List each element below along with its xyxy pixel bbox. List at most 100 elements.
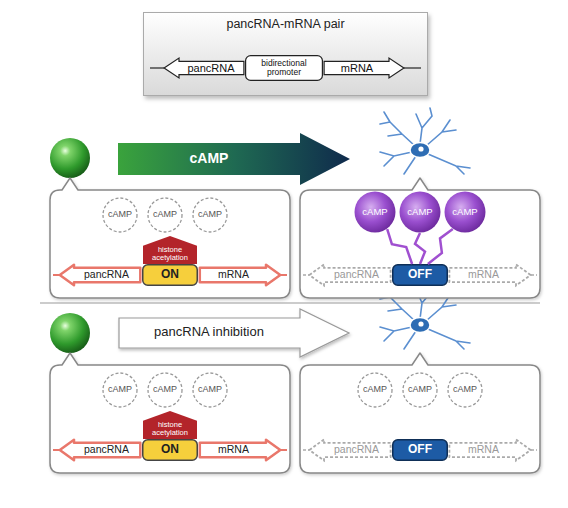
molecule-circle: cAMP: [444, 191, 486, 233]
text-holder: pancRNA: [58, 263, 142, 287]
text-holder: cAMP: [354, 191, 396, 233]
gene-line: [150, 67, 421, 68]
callout-bubble: cAMP cAMP cAMP pancRNA OFF mRNA: [300, 190, 540, 298]
lightning-connector: [387, 229, 412, 264]
node-text: bidirectional promoter: [249, 59, 319, 77]
text-holder: cAMP: [102, 372, 138, 408]
node-text: cAMP: [190, 151, 229, 166]
molecule-circle: cAMP: [192, 372, 228, 408]
gene-line: [303, 275, 537, 450]
process-arrow: pancRNA inhibition: [118, 308, 350, 358]
text-holder: mRNA: [448, 438, 532, 462]
node-text: mRNA: [468, 269, 499, 281]
node-text: cAMP: [453, 385, 477, 395]
text-holder: bidirectional promoter: [245, 55, 323, 81]
text-holder: histone acetylation: [143, 236, 197, 264]
molecule-circle: cAMP: [399, 191, 441, 233]
text-holder: cAMP: [147, 372, 183, 408]
state-box: ON: [142, 439, 198, 461]
text-holder: ON: [142, 264, 198, 286]
node-text: OFF: [408, 268, 432, 281]
node-text: mRNA: [341, 62, 373, 74]
modification-pentagon: histone acetylation: [143, 236, 197, 264]
molecule-circle: cAMP: [192, 197, 228, 233]
gene-arrow: mRNA: [198, 263, 282, 287]
text-holder: cAMP: [118, 133, 350, 185]
node-text: cAMP: [198, 210, 222, 220]
gene-arrow: mRNA: [448, 438, 532, 462]
gene-arrow: mRNA: [448, 263, 532, 287]
callout-bubble: cAMP cAMP cAMP histone acetylation pancRNA ON…: [50, 190, 290, 298]
text-holder: pancRNA: [308, 438, 392, 462]
node-text: cAMP: [153, 210, 177, 220]
text-holder: pancRNA inhibition: [118, 308, 350, 358]
node-text: OFF: [408, 443, 432, 456]
text-holder: mRNA: [198, 263, 282, 287]
node-text: pancRNA-mRNA pair: [226, 18, 344, 32]
state-box: OFF: [392, 439, 448, 461]
node-text: cAMP: [408, 385, 432, 395]
node-outline: [118, 133, 350, 185]
text-holder: OFF: [392, 264, 448, 286]
cell-sphere: [50, 313, 90, 353]
text-holder: cAMP: [444, 191, 486, 233]
text-holder: mRNA: [448, 263, 532, 287]
gene-line: [53, 275, 287, 450]
gene-arrow: pancRNA: [58, 263, 142, 287]
state-box: ON: [142, 264, 198, 286]
node-text: histone acetylation: [143, 246, 197, 261]
text-holder: cAMP: [399, 191, 441, 233]
molecule-circle: cAMP: [147, 197, 183, 233]
gene-arrow: mRNA: [198, 438, 282, 462]
molecule-circle: cAMP: [357, 372, 393, 408]
molecule-circle: cAMP: [102, 372, 138, 408]
molecule-circle: cAMP: [102, 197, 138, 233]
node-text: cAMP: [407, 207, 432, 217]
callout-bubble: cAMP cAMP cAMP pancRNA OFF mRNA: [300, 365, 540, 473]
gene-arrow: mRNA: [323, 57, 405, 79]
text-holder: pancRNA: [308, 263, 392, 287]
node-text: mRNA: [218, 269, 249, 281]
text-holder: cAMP: [147, 197, 183, 233]
text-holder: cAMP: [192, 197, 228, 233]
node-text: pancRNA: [84, 444, 129, 456]
gene-arrow: pancRNA: [58, 438, 142, 462]
lightning-connector: [415, 233, 425, 264]
node-text: ON: [161, 443, 179, 456]
text-holder: mRNA: [323, 57, 405, 79]
text-holder: ON: [142, 439, 198, 461]
text-holder: cAMP: [402, 372, 438, 408]
node-text: histone acetylation: [143, 421, 197, 436]
cell-sphere: [50, 138, 90, 178]
gene-arrow: pancRNA: [163, 57, 245, 79]
neuron-illustration: [380, 108, 470, 174]
gene-arrow: pancRNA: [308, 263, 392, 287]
molecule-circle: cAMP: [447, 372, 483, 408]
lightning-connector: [428, 229, 453, 264]
node-text: pancRNA: [84, 269, 129, 281]
panel-separator: [40, 303, 540, 304]
text-holder: cAMP: [192, 372, 228, 408]
node-text: pancRNA: [187, 62, 234, 74]
node-text: cAMP: [198, 385, 222, 395]
callout-bubble: cAMP cAMP cAMP histone acetylation pancRNA ON…: [50, 365, 290, 473]
node-text: pancRNA: [334, 444, 379, 456]
text-holder: OFF: [392, 439, 448, 461]
node-text: mRNA: [218, 444, 249, 456]
text-holder: pancRNA: [58, 438, 142, 462]
text-holder: cAMP: [357, 372, 393, 408]
node-text: ON: [161, 268, 179, 281]
node-text: cAMP: [452, 207, 477, 217]
node-text: pancRNA inhibition: [154, 325, 264, 339]
gene-arrow: pancRNA: [308, 438, 392, 462]
text-holder: histone acetylation: [143, 411, 197, 439]
promoter-box: bidirectional promoter: [245, 55, 323, 81]
text-holder: pancRNA-mRNA pair: [143, 12, 428, 96]
node-text: pancRNA: [334, 269, 379, 281]
molecule-circle: cAMP: [354, 191, 396, 233]
node-text: cAMP: [108, 210, 132, 220]
node-text: cAMP: [108, 385, 132, 395]
text-holder: cAMP: [102, 197, 138, 233]
node-text: cAMP: [153, 385, 177, 395]
